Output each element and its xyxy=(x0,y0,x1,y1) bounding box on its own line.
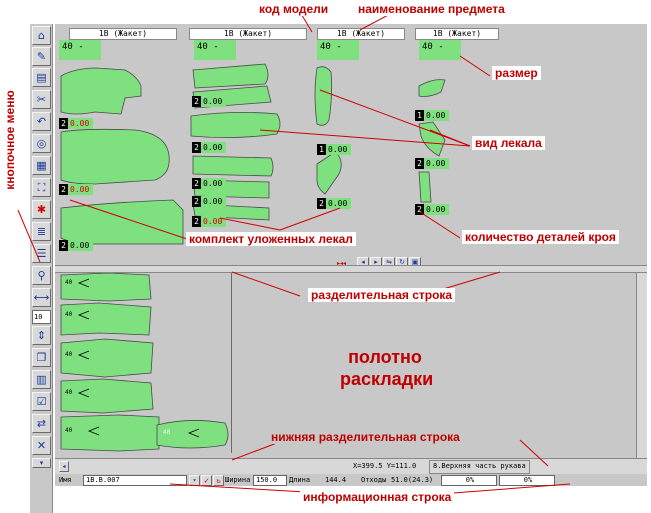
piece-size-label: 40 xyxy=(163,429,171,436)
scissors-icon[interactable]: ✂ xyxy=(32,90,51,109)
pattern-piece xyxy=(418,79,446,97)
selected-piece-name: 8.Верхняя часть рукава xyxy=(429,460,530,474)
pattern-piece xyxy=(418,171,432,203)
annotation-pattern-view: вид лекала xyxy=(472,136,545,150)
length-label: Длина xyxy=(289,476,311,484)
annotation-bottom-split-row: нижняя разделительная строка xyxy=(268,430,463,444)
column-header[interactable]: 1В (Жакет) xyxy=(189,28,307,40)
name-field[interactable]: 1В.В.007 xyxy=(83,475,187,486)
piece-size-label: 40 xyxy=(65,427,73,434)
stack-icon[interactable]: ☰ xyxy=(32,244,51,263)
coords-readout: X=399.5 Y=111.0 xyxy=(353,462,417,470)
annotation-item-name: наименование предмета xyxy=(355,2,508,16)
check-icon[interactable]: ☑ xyxy=(32,392,51,411)
home-icon[interactable]: ⌂ xyxy=(32,26,51,45)
info-row: Имя 1В.В.007 ▾ ✓ ↻ Ширина 150.0 Длина 14… xyxy=(55,474,647,486)
width-field[interactable]: 150.0 xyxy=(253,475,287,486)
annotation-split-row: разделительная строка xyxy=(308,288,456,302)
copy-icon[interactable]: ❐ xyxy=(32,348,51,367)
pattern-piece xyxy=(192,63,269,89)
width-label: Ширина xyxy=(225,476,251,484)
size-label: 40 - xyxy=(419,40,461,60)
pattern-piece xyxy=(60,199,184,245)
align-icon[interactable]: ⇕ xyxy=(32,326,51,345)
piece-size-label: 40 xyxy=(65,311,73,318)
annotation-canvas: полотно раскладки xyxy=(340,347,434,389)
column-header[interactable]: 1В (Жакет) xyxy=(69,28,177,40)
length-value: 144.4 xyxy=(325,476,347,484)
annotation-placed-set: комплект уложенных лекал xyxy=(186,232,356,246)
column-header[interactable]: 1В (Жакет) xyxy=(415,28,499,40)
select-icon[interactable]: ⛶ xyxy=(32,178,51,197)
grid-icon[interactable]: ▦ xyxy=(32,156,51,175)
size-label: 40 - xyxy=(317,40,359,60)
waste-label: Отходы xyxy=(361,476,387,484)
pattern-piece xyxy=(316,151,342,195)
vertical-scrollbar[interactable] xyxy=(636,273,647,458)
placed-pieces-area[interactable]: 40 40 40 40 40 40 xyxy=(59,273,232,453)
layers-icon[interactable]: ≣ xyxy=(32,222,51,241)
piece-size-label: 40 xyxy=(65,389,73,396)
progress-1: 0% xyxy=(441,475,497,486)
placed-patterns-panel: 1В (Жакет) 1В (Жакет) 1В (Жакет) 1В (Жак… xyxy=(55,24,647,267)
waste-value: 51.0(24.3) xyxy=(391,476,434,484)
spin-input[interactable]: 10 xyxy=(32,310,51,324)
annotation-size: размер xyxy=(492,66,541,80)
piece-size-label: 40 xyxy=(65,279,73,286)
scroll-down-icon[interactable]: ▾ xyxy=(32,458,51,468)
layout-pieces xyxy=(60,273,229,452)
pattern-piece xyxy=(192,155,274,177)
progress-2: 0% xyxy=(499,475,555,486)
pattern-piece xyxy=(60,67,142,115)
check-icon[interactable]: ✓ xyxy=(201,475,212,486)
ruler-icon[interactable]: ⟷ xyxy=(32,288,51,307)
edit-icon[interactable]: ✎ xyxy=(32,47,51,66)
printer-icon[interactable]: ▤ xyxy=(32,68,51,87)
zoom-icon[interactable]: ⚲ xyxy=(32,266,51,285)
pattern-piece xyxy=(190,112,281,138)
dropdown-icon[interactable]: ▾ xyxy=(189,475,200,486)
annotation-parts-count: количество деталей кроя xyxy=(462,230,619,244)
annotation-button-menu: кнопочное меню xyxy=(3,90,17,190)
target-icon[interactable]: ◎ xyxy=(32,134,51,153)
pattern-piece xyxy=(314,66,333,126)
size-label: 40 - xyxy=(59,40,101,60)
scroll-left-icon[interactable]: ◂ xyxy=(59,461,69,472)
pattern-piece xyxy=(418,121,446,157)
pattern-piece xyxy=(60,128,170,185)
flip-icon[interactable]: ⇄ xyxy=(32,414,51,433)
size-label: 40 - xyxy=(194,40,236,60)
button-menu-toolbar: ⌂ ✎ ▤ ✂ ↶ ◎ ▦ ⛶ ✱ ≣ ☰ ⚲ ⟷ 10 ⇕ ❐ ▥ ☑ ⇄ ✕… xyxy=(30,24,53,513)
name-label: Имя xyxy=(59,476,72,484)
nav-arrows-icon[interactable]: ▸◂◂ xyxy=(337,260,347,267)
annotation-info-row: информационная строка xyxy=(300,490,455,504)
book-icon[interactable]: ▥ xyxy=(32,370,51,389)
refresh-icon[interactable]: ↻ xyxy=(213,475,224,486)
piece-size-label: 40 xyxy=(65,351,73,358)
undo-icon[interactable]: ↶ xyxy=(32,112,51,131)
bottom-split-row[interactable]: ◂ X=399.5 Y=111.0 8.Верхняя часть рукава xyxy=(55,458,647,474)
annotation-model-code: код модели xyxy=(256,2,332,16)
star-icon[interactable]: ✱ xyxy=(32,200,51,219)
pattern-pieces xyxy=(60,63,446,245)
split-row[interactable] xyxy=(55,265,647,273)
cross-arrows-icon[interactable]: ✕ xyxy=(32,436,51,455)
